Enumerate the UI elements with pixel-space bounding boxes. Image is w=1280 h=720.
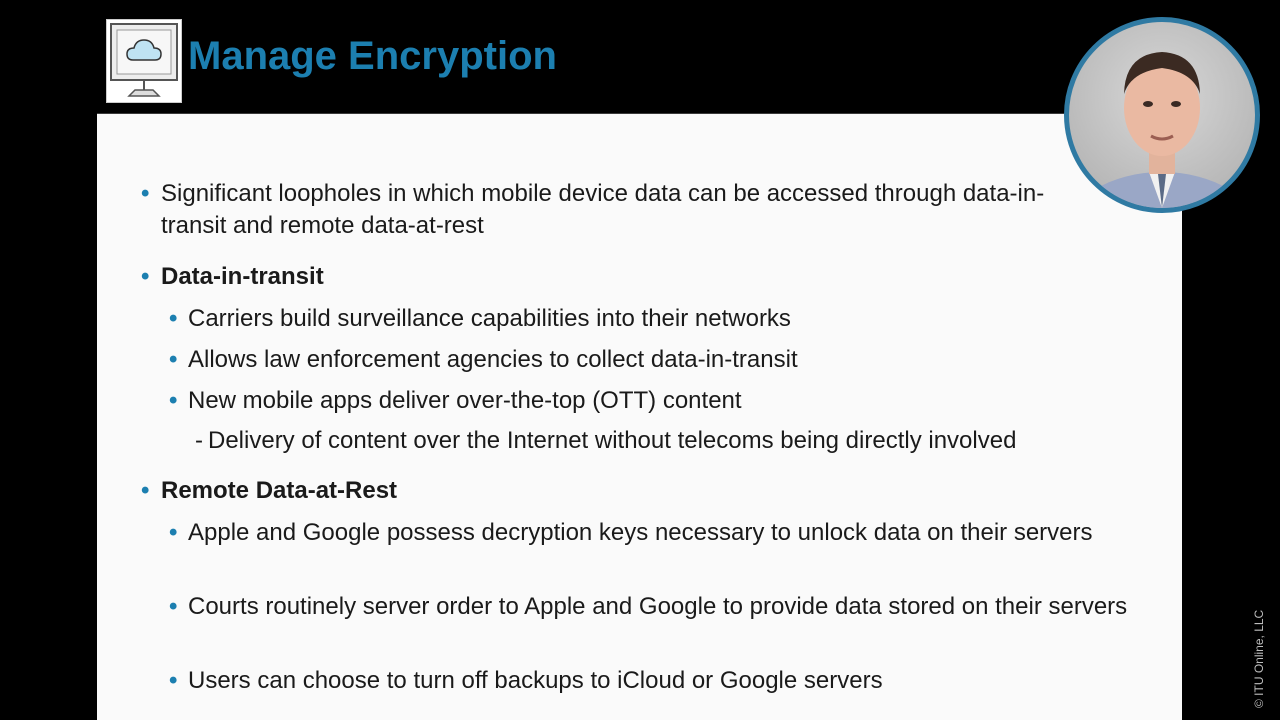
cloud-monitor-icon: [106, 19, 182, 103]
bullet-text: Delivery of content over the Internet wi…: [208, 427, 1017, 454]
bullet-ott-delivery: - Delivery of content over the Internet …: [195, 425, 1168, 457]
bullet-remote-data-at-rest: • Remote Data-at-Rest: [141, 475, 1081, 507]
bullet-mark: •: [169, 519, 178, 546]
bullet-mark: •: [169, 387, 178, 414]
bullet-text: Users can choose to turn off backups to …: [188, 667, 883, 694]
bullet-decryption-keys: • Apple and Google possess decryption ke…: [169, 517, 1128, 549]
bullet-text: Data-in-transit: [161, 263, 324, 290]
bullet-law-enforcement: • Allows law enforcement agencies to col…: [169, 344, 1128, 376]
bullet-data-in-transit: • Data-in-transit: [141, 261, 1081, 293]
bullet-text: Carriers build surveillance capabilities…: [188, 305, 791, 332]
bullet-text: New mobile apps deliver over-the-top (OT…: [188, 387, 742, 414]
bullet-text: Significant loopholes in which mobile de…: [161, 180, 1045, 239]
bullet-mark: •: [169, 305, 178, 332]
bullet-text: Allows law enforcement agencies to colle…: [188, 346, 798, 373]
bullet-mark: •: [141, 180, 150, 207]
slide-content: • Significant loopholes in which mobile …: [97, 114, 1182, 720]
bullet-carriers: • Carriers build surveillance capabiliti…: [169, 303, 1128, 335]
bullet-text: Apple and Google possess decryption keys…: [188, 519, 1093, 546]
copyright-watermark: © ITU Online, LLC: [1252, 609, 1266, 708]
bullet-mark: •: [141, 477, 150, 504]
bullet-ott: • New mobile apps deliver over-the-top (…: [169, 385, 1128, 417]
bullet-text: Remote Data-at-Rest: [161, 477, 398, 504]
slide: Manage Encryption • Significant loophole…: [97, 0, 1182, 720]
bullet-mark: •: [141, 263, 150, 290]
bullet-loopholes: • Significant loopholes in which mobile …: [141, 178, 1081, 242]
slide-header: Manage Encryption: [97, 0, 1182, 115]
bullet-text: Courts routinely server order to Apple a…: [188, 593, 1128, 620]
bullet-backups: • Users can choose to turn off backups t…: [169, 665, 1128, 697]
bullet-mark: •: [169, 593, 178, 620]
slide-title: Manage Encryption: [188, 34, 557, 78]
dash-mark: -: [195, 427, 203, 454]
bullet-courts: • Courts routinely server order to Apple…: [169, 591, 1128, 623]
bullet-mark: •: [169, 667, 178, 694]
bullet-mark: •: [169, 346, 178, 373]
presenter-webcam: [1064, 17, 1260, 213]
